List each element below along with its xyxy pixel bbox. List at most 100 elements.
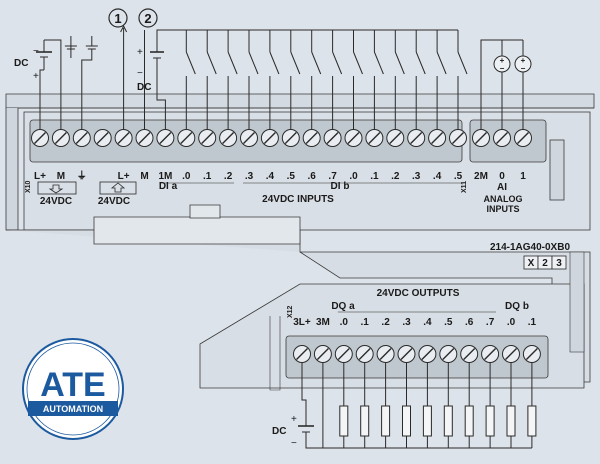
output-terminal-screw-2 xyxy=(334,345,353,363)
output-pin-label-0: .0 xyxy=(340,317,349,328)
output-terminal-screw-8 xyxy=(460,345,479,363)
top-terminal-screw-8 xyxy=(198,129,217,147)
input-switch-10 xyxy=(394,30,405,130)
connector-x10: X10 xyxy=(25,180,32,193)
analog-source-minus-0: − xyxy=(500,64,505,73)
input-pin-label-5: .5 xyxy=(287,171,296,182)
output-terminal-screw-10 xyxy=(502,345,520,363)
part-number: 214-1AG40-0XB0 xyxy=(490,242,570,253)
top-terminal-screw-18 xyxy=(407,129,426,147)
version-box-3: 3 xyxy=(556,258,562,269)
analog-source-1: +− xyxy=(514,40,532,130)
connector-x12: X12 xyxy=(287,305,294,318)
input-switch-8 xyxy=(353,30,363,130)
output-pin-label-3: .3 xyxy=(402,317,411,328)
psu-label-1: 24VDC xyxy=(40,196,72,207)
top-terminal-screw-3 xyxy=(93,129,112,147)
output-load-3 xyxy=(402,362,411,448)
output-terminal-screw-4 xyxy=(376,345,395,363)
top-terminal-screw-9 xyxy=(219,129,238,147)
input-pin-label-11: .3 xyxy=(412,171,421,182)
minus-bottom: − xyxy=(291,438,297,449)
callout-1: 1 xyxy=(114,11,121,26)
logo-sub: AUTOMATION xyxy=(43,404,103,414)
dc-label-mid: DC xyxy=(137,82,151,93)
output-load-5 xyxy=(443,362,453,448)
callout-2-circle xyxy=(138,8,158,28)
callout-2: 2 xyxy=(144,11,151,26)
input-switch-1 xyxy=(206,30,217,130)
top-terminal-screw-2 xyxy=(72,129,91,147)
input-pin-label-2: .2 xyxy=(224,171,233,182)
ate-logo: ATE AUTOMATION xyxy=(22,338,124,440)
group-label-di-a: DI a xyxy=(159,181,178,192)
outputs-title: 24VDC OUTPUTS xyxy=(377,288,460,299)
minus-mid: − xyxy=(137,68,143,79)
input-switch-12 xyxy=(436,30,447,130)
input-pin-label-9: .1 xyxy=(370,171,379,182)
input-switch-9 xyxy=(373,30,384,130)
input-switch-4 xyxy=(269,30,280,130)
input-pin-label-13: .5 xyxy=(454,171,463,182)
output-pin-label-6: .6 xyxy=(465,317,474,328)
top-terminal-screw-12 xyxy=(281,129,300,147)
input-pin-label-12: .4 xyxy=(433,171,442,182)
output-pin-label-8: .0 xyxy=(507,317,516,328)
output-terminal-screw-7 xyxy=(439,345,458,363)
group-label-di-b: DI b xyxy=(331,181,350,192)
input-switch-13 xyxy=(457,30,468,130)
top-terminal-screw-10 xyxy=(240,129,258,147)
top-terminal-screw-14 xyxy=(323,129,342,147)
input-pin-label-10: .2 xyxy=(391,171,400,182)
analog-pin-label-1: 0 xyxy=(499,171,505,182)
version-box-1: X xyxy=(528,258,535,269)
output-terminal-screw-1 xyxy=(313,345,332,363)
analog-source-plus-1: + xyxy=(521,56,526,65)
input-pin-label-4: .4 xyxy=(266,171,275,182)
plus-mid: + xyxy=(137,47,143,58)
output-load-2 xyxy=(381,362,391,448)
top-terminal-screw-15 xyxy=(344,129,363,147)
left-pin-label-3: L+ xyxy=(118,171,130,182)
top-terminal-screw-1 xyxy=(51,129,70,147)
output-terminal-screw-6 xyxy=(418,345,437,363)
analog-pin-label-2: 1 xyxy=(520,171,526,182)
dc-label-bottom: DC xyxy=(272,426,286,437)
psu-in-arrow xyxy=(99,181,137,195)
output-pin-label-2: .2 xyxy=(381,317,390,328)
inputs-title: 24VDC INPUTS xyxy=(262,194,334,205)
version-box-2: 2 xyxy=(542,258,548,269)
output-load-4 xyxy=(422,362,432,448)
output-pin-label-1: .1 xyxy=(361,317,370,328)
output-pin-label-9: .1 xyxy=(528,317,537,328)
input-pin-label-3: .3 xyxy=(245,171,254,182)
top-terminal-screw-7 xyxy=(177,129,196,147)
analog-pin-label-0: 2M xyxy=(474,171,488,182)
output-terminal-screw-3 xyxy=(355,345,374,363)
input-pin-label-7: .7 xyxy=(328,171,337,182)
output-terminal-screw-5 xyxy=(397,345,416,363)
left-pin-label-2: ⏚ xyxy=(77,170,87,182)
analog-source-plus-0: + xyxy=(500,56,505,65)
top-terminal-screw-17 xyxy=(386,129,405,147)
output-load-1 xyxy=(360,362,370,448)
top-terminal-screw-0 xyxy=(31,129,49,147)
input-pin-label-6: .6 xyxy=(308,171,317,182)
top-terminal-screw-20 xyxy=(449,129,467,147)
analog-source-minus-1: − xyxy=(521,64,526,73)
input-pin-label-1: .1 xyxy=(203,171,212,182)
analog-terminal-screw-2 xyxy=(514,129,532,147)
input-pin-label-8: .0 xyxy=(349,171,358,182)
output-terminal-screw-9 xyxy=(481,345,500,363)
analog-terminal-screw-1 xyxy=(493,129,511,147)
output-supply-pin-label-0: 3L+ xyxy=(293,317,311,328)
input-switch-5 xyxy=(290,30,301,130)
input-switch-0 xyxy=(185,30,196,130)
output-load-0 xyxy=(339,362,349,448)
plus-left: + xyxy=(33,71,39,82)
callout-1-circle xyxy=(108,8,128,28)
dc-label-left: DC xyxy=(14,58,28,69)
output-terminal-screw-11 xyxy=(522,345,541,363)
